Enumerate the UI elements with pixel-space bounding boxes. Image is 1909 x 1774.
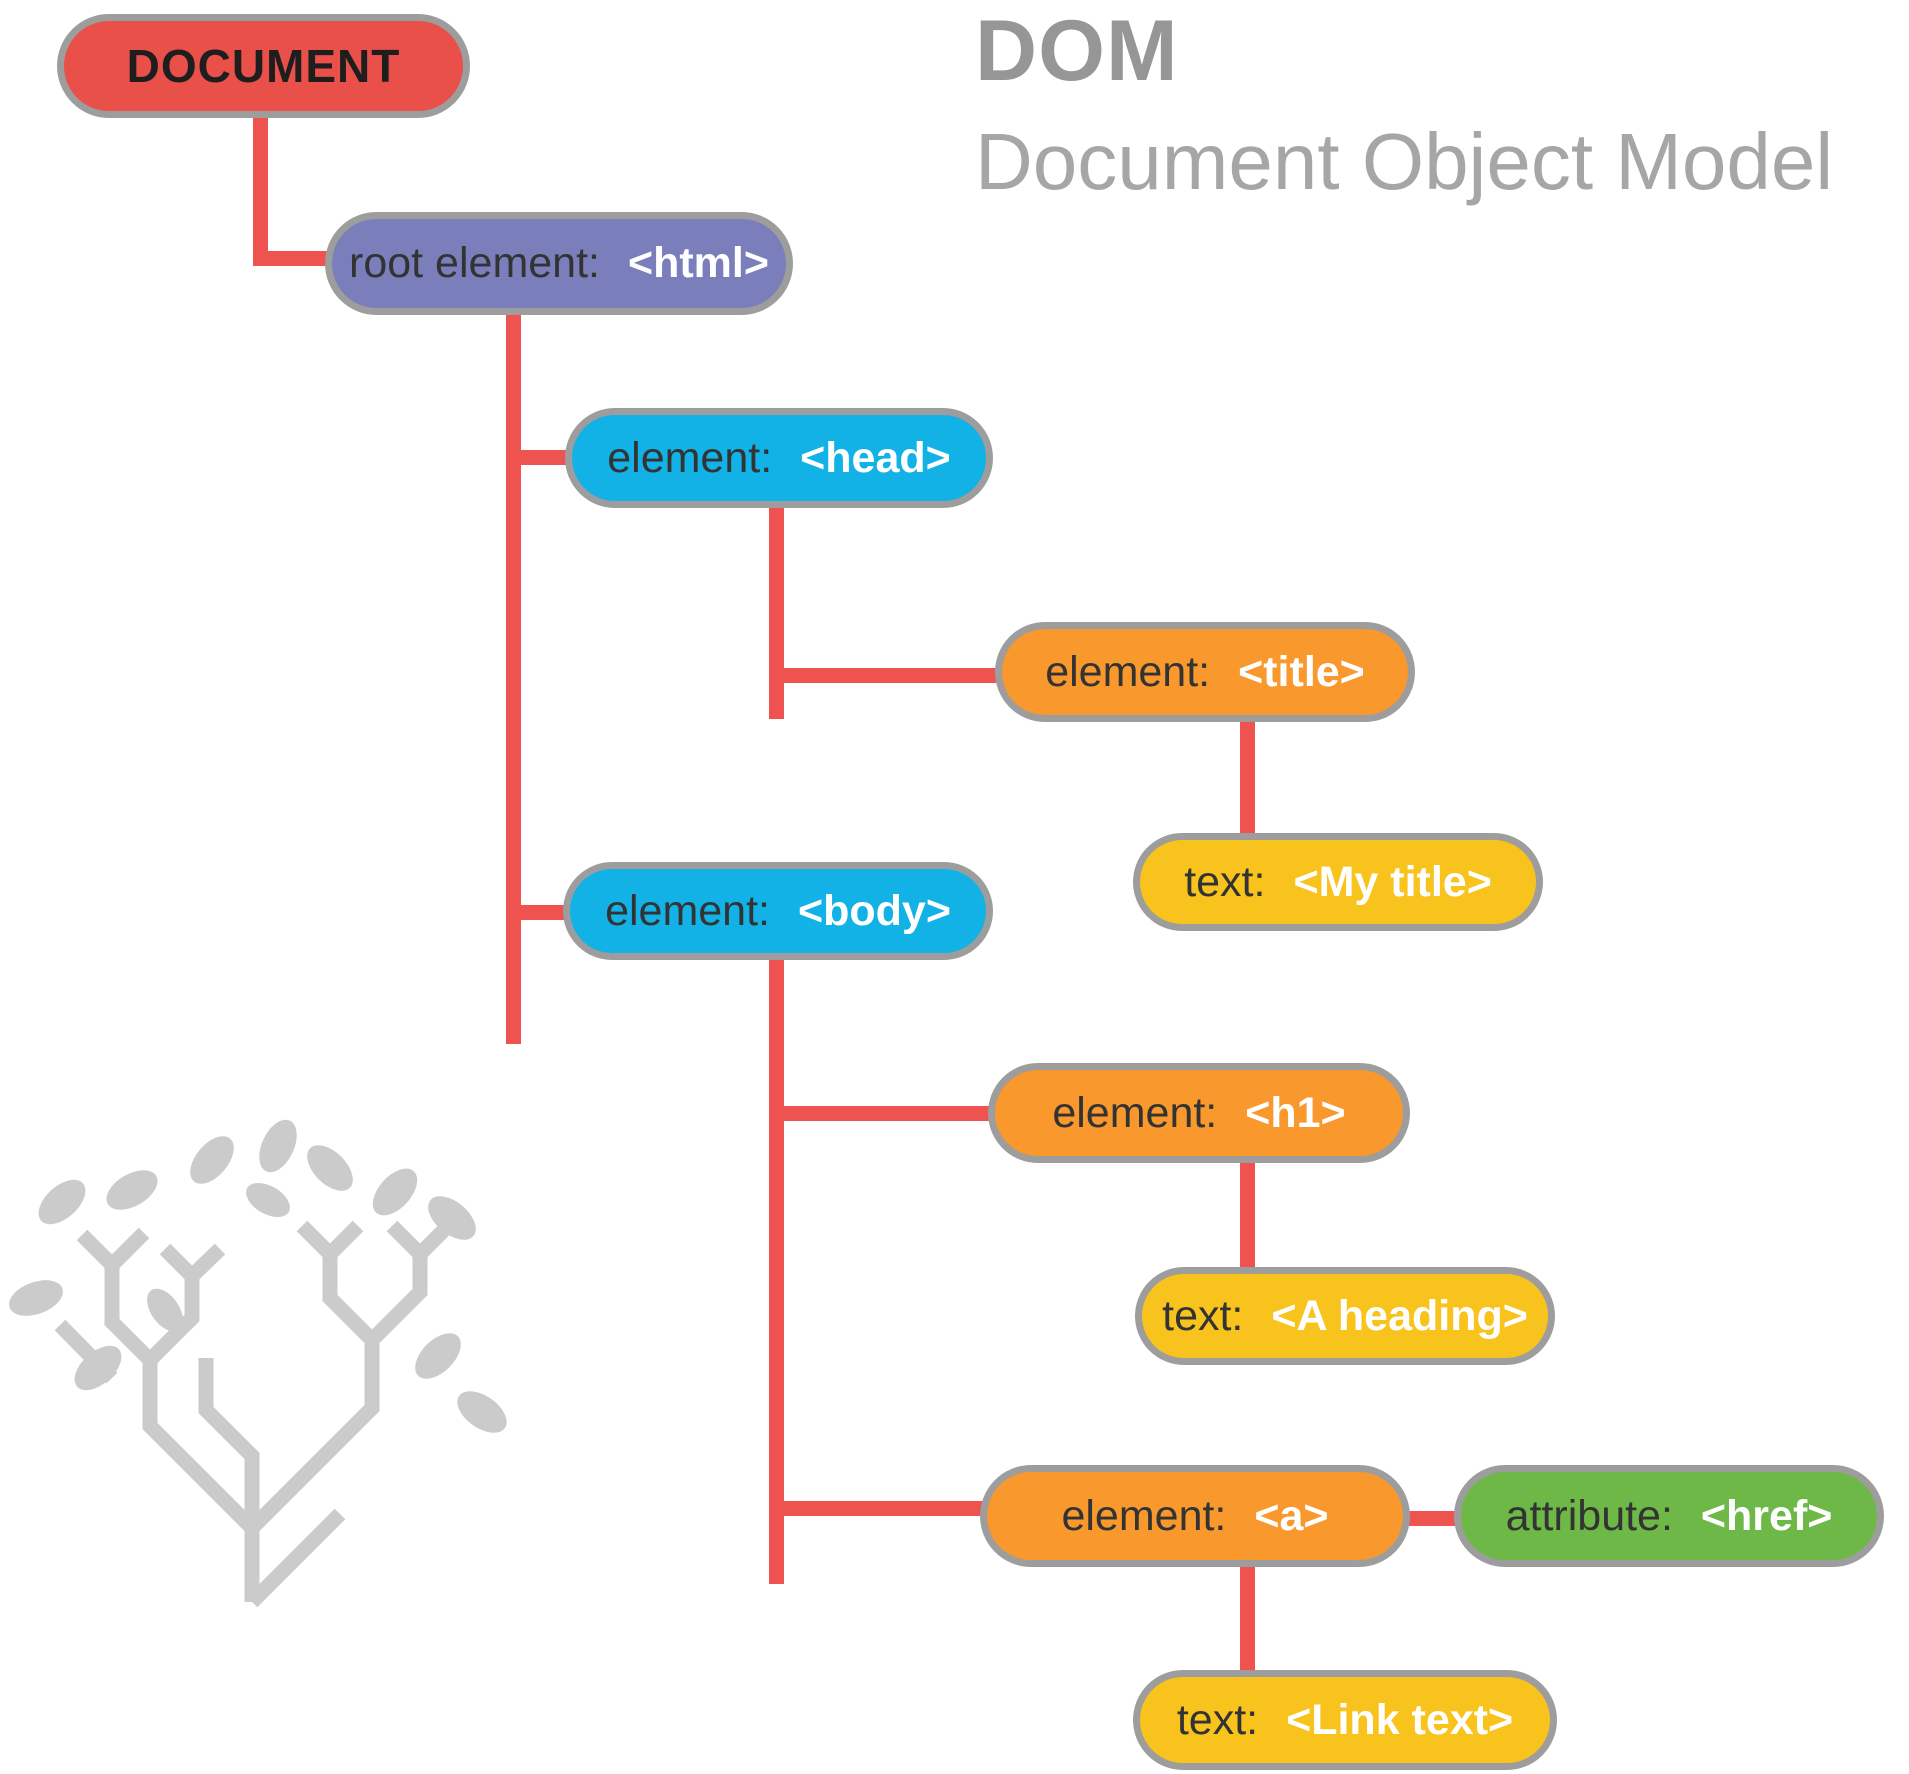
node-element-a: element: <a> bbox=[980, 1465, 1410, 1567]
node-value: <html> bbox=[627, 239, 769, 287]
connector-to-h1 bbox=[771, 1106, 993, 1121]
connector-to-a bbox=[771, 1501, 986, 1516]
connector-html-trunk bbox=[506, 312, 521, 1044]
connector-title-to-text bbox=[1240, 719, 1255, 837]
connector-document-to-html bbox=[253, 251, 335, 266]
connector-body-trunk bbox=[769, 957, 784, 1584]
connector-to-head bbox=[508, 450, 570, 465]
node-value: <A heading> bbox=[1271, 1291, 1528, 1340]
connector-h1-to-text bbox=[1240, 1160, 1255, 1270]
page-subtitle: Document Object Model bbox=[975, 117, 1834, 206]
node-value: <Link text> bbox=[1286, 1695, 1514, 1744]
node-value: <h1> bbox=[1245, 1088, 1346, 1137]
node-label: root element: bbox=[349, 239, 600, 287]
node-label: text: bbox=[1176, 1695, 1259, 1744]
connector-a-to-href bbox=[1406, 1511, 1458, 1526]
node-label: element: bbox=[1052, 1088, 1218, 1137]
node-value: <href> bbox=[1700, 1491, 1833, 1540]
connector-to-title bbox=[771, 668, 1001, 683]
connector-head-trunk bbox=[769, 505, 784, 719]
connector-document-down bbox=[253, 116, 268, 266]
node-value: <a> bbox=[1254, 1491, 1329, 1540]
node-element-h1: element: <h1> bbox=[988, 1063, 1410, 1163]
node-value: <title> bbox=[1238, 647, 1365, 696]
node-value: <My title> bbox=[1293, 857, 1492, 906]
page-title: DOM bbox=[975, 3, 1179, 99]
node-attribute-href: attribute: <href> bbox=[1454, 1465, 1884, 1567]
node-label: text: bbox=[1162, 1291, 1244, 1340]
node-text-link-text: text: <Link text> bbox=[1133, 1670, 1557, 1770]
node-root-element-html: root element: <html> bbox=[325, 212, 793, 315]
node-label: element: bbox=[605, 886, 770, 935]
connector-a-to-text bbox=[1240, 1564, 1255, 1674]
node-value: <body> bbox=[798, 886, 951, 935]
node-label: element: bbox=[1061, 1491, 1227, 1540]
node-text-a-heading: text: <A heading> bbox=[1135, 1267, 1555, 1365]
node-label: text: bbox=[1184, 857, 1266, 906]
node-element-body: element: <body> bbox=[563, 862, 993, 960]
node-element-title: element: <title> bbox=[995, 622, 1415, 722]
connector-to-body bbox=[508, 905, 568, 920]
tree-icon bbox=[9, 1119, 507, 1608]
node-label: attribute: bbox=[1505, 1491, 1673, 1540]
node-value: <head> bbox=[800, 433, 951, 482]
node-element-head: element: <head> bbox=[565, 408, 993, 508]
node-document: DOCUMENT bbox=[57, 14, 470, 118]
node-label: element: bbox=[607, 433, 773, 482]
node-label: DOCUMENT bbox=[126, 40, 401, 92]
node-text-my-title: text: <My title> bbox=[1133, 833, 1543, 931]
node-label: element: bbox=[1045, 647, 1211, 696]
